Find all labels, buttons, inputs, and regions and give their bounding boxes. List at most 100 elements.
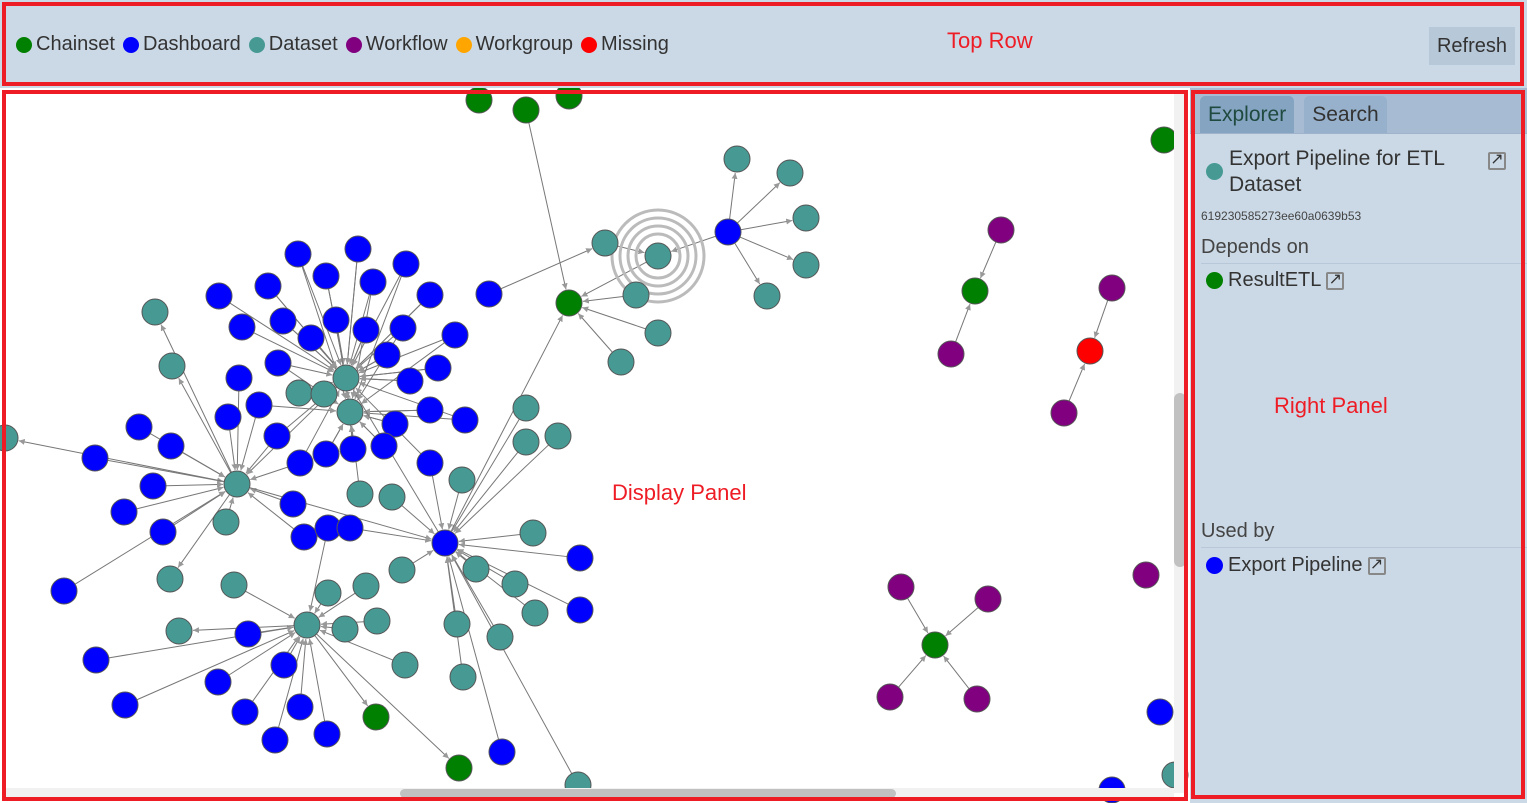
graph-node-dashboard[interactable] <box>339 435 367 463</box>
graph-node-dashboard[interactable] <box>373 341 401 369</box>
graph-node-dataset[interactable] <box>363 607 391 635</box>
graph-node-workflow[interactable] <box>974 585 1002 613</box>
depends-item-name[interactable]: ResultETL <box>1228 269 1322 291</box>
graph-node-dataset[interactable] <box>0 424 19 452</box>
graph-node-dashboard[interactable] <box>416 396 444 424</box>
graph-node-dataset[interactable] <box>388 556 416 584</box>
graph-node-dataset[interactable] <box>591 229 619 257</box>
graph-node-dashboard[interactable] <box>139 472 167 500</box>
graph-node-dashboard[interactable] <box>370 432 398 460</box>
graph-node-dashboard[interactable] <box>312 440 340 468</box>
graph-node-chainset[interactable] <box>555 289 583 317</box>
graph-node-dataset[interactable] <box>486 623 514 651</box>
depends-item[interactable]: ResultETL ↗ <box>1206 269 1345 292</box>
graph-node-dataset[interactable] <box>622 281 650 309</box>
graph-node-dataset[interactable] <box>223 470 251 498</box>
graph-node-workflow[interactable] <box>963 685 991 713</box>
graph-node-dashboard[interactable] <box>254 272 282 300</box>
graph-node-dashboard[interactable] <box>204 668 232 696</box>
graph-node-dataset[interactable] <box>310 380 338 408</box>
graph-node-dashboard[interactable] <box>431 529 459 557</box>
graph-node-dashboard[interactable] <box>82 646 110 674</box>
graph-node-chainset[interactable] <box>362 703 390 731</box>
graph-node-dashboard[interactable] <box>228 313 256 341</box>
graph-node-dashboard[interactable] <box>157 432 185 460</box>
graph-node-dashboard[interactable] <box>284 240 312 268</box>
graph-node-dataset[interactable] <box>331 615 359 643</box>
graph-node-dataset[interactable] <box>512 428 540 456</box>
graph-node-dashboard[interactable] <box>81 444 109 472</box>
graph-node-dataset[interactable] <box>332 364 360 392</box>
graph-node-dataset[interactable] <box>544 422 572 450</box>
graph-node-chainset[interactable] <box>921 631 949 659</box>
graph-node-dashboard[interactable] <box>359 268 387 296</box>
graph-node-chainset[interactable] <box>445 754 473 782</box>
external-link-icon[interactable]: ↗ <box>1326 271 1345 290</box>
graph-node-dataset[interactable] <box>346 480 374 508</box>
graph-node-dashboard[interactable] <box>149 518 177 546</box>
graph-node-dashboard[interactable] <box>344 235 372 263</box>
graph-node-dashboard[interactable] <box>352 316 380 344</box>
graph-node-dashboard[interactable] <box>125 413 153 441</box>
graph-node-dashboard[interactable] <box>110 498 138 526</box>
graph-node-dataset[interactable] <box>449 663 477 691</box>
horizontal-scrollbar-thumb[interactable] <box>400 789 896 798</box>
graph-node-dataset[interactable] <box>512 394 540 422</box>
graph-node-workflow[interactable] <box>887 573 915 601</box>
graph-node-dataset[interactable] <box>521 599 549 627</box>
graph-node-dashboard[interactable] <box>441 321 469 349</box>
graph-node-dashboard[interactable] <box>50 577 78 605</box>
graph-node-dataset[interactable] <box>212 508 240 536</box>
graph-node-dataset[interactable] <box>391 651 419 679</box>
graph-node-workflow[interactable] <box>987 216 1015 244</box>
graph-node-dataset[interactable] <box>501 570 529 598</box>
graph-node-dashboard[interactable] <box>312 262 340 290</box>
graph-node-dashboard[interactable] <box>286 449 314 477</box>
graph-node-workflow[interactable] <box>937 340 965 368</box>
graph-node-dashboard[interactable] <box>269 307 297 335</box>
graph-node-dataset[interactable] <box>462 555 490 583</box>
graph-node-chainset[interactable] <box>555 88 583 110</box>
used-by-item[interactable]: Export Pipeline ↗ <box>1206 554 1386 577</box>
graph-node-dataset[interactable] <box>314 579 342 607</box>
tab-explorer[interactable]: Explorer <box>1200 96 1295 133</box>
graph-node-dashboard[interactable] <box>205 282 233 310</box>
graph-node-dashboard[interactable] <box>313 720 341 748</box>
graph-node-dataset[interactable] <box>448 466 476 494</box>
graph-node-dataset[interactable] <box>165 617 193 645</box>
graph-node-workflow[interactable] <box>1050 399 1078 427</box>
graph-node-chainset[interactable] <box>512 96 540 124</box>
graph-node-dashboard[interactable] <box>234 620 262 648</box>
graph-node-dashboard[interactable] <box>488 738 516 766</box>
graph-node-dashboard[interactable] <box>261 726 289 754</box>
graph-node-dataset[interactable] <box>336 398 364 426</box>
graph-node-chainset[interactable] <box>465 88 493 114</box>
graph-node-workflow[interactable] <box>876 683 904 711</box>
graph-node-dataset[interactable] <box>443 610 471 638</box>
graph-node-dataset[interactable] <box>156 565 184 593</box>
graph-node-dashboard[interactable] <box>451 406 479 434</box>
graph-node-dashboard[interactable] <box>245 391 273 419</box>
graph-node-dashboard[interactable] <box>566 544 594 572</box>
graph-node-dataset[interactable] <box>607 348 635 376</box>
tab-search[interactable]: Search <box>1304 96 1387 133</box>
graph-node-dataset[interactable] <box>753 282 781 310</box>
graph-node-dashboard[interactable] <box>424 354 452 382</box>
graph-node-dataset[interactable] <box>792 251 820 279</box>
external-link-icon[interactable]: ↗ <box>1488 152 1506 170</box>
refresh-button[interactable]: Refresh <box>1428 27 1515 65</box>
external-link-icon[interactable]: ↗ <box>1367 556 1386 575</box>
graph-node-dataset[interactable] <box>776 159 804 187</box>
graph-node-dashboard[interactable] <box>290 523 318 551</box>
graph-node-workflow[interactable] <box>1098 274 1126 302</box>
graph-node-dashboard[interactable] <box>231 698 259 726</box>
graph-node-dashboard[interactable] <box>416 449 444 477</box>
graph-node-dataset[interactable] <box>519 519 547 547</box>
graph-node-dataset[interactable] <box>158 352 186 380</box>
graph-node-dashboard[interactable] <box>214 403 242 431</box>
graph-node-dashboard[interactable] <box>336 514 364 542</box>
graph-node-dashboard[interactable] <box>263 422 291 450</box>
graph-node-dataset[interactable] <box>293 611 321 639</box>
graph-node-dashboard[interactable] <box>714 218 742 246</box>
graph-node-dashboard[interactable] <box>297 324 325 352</box>
